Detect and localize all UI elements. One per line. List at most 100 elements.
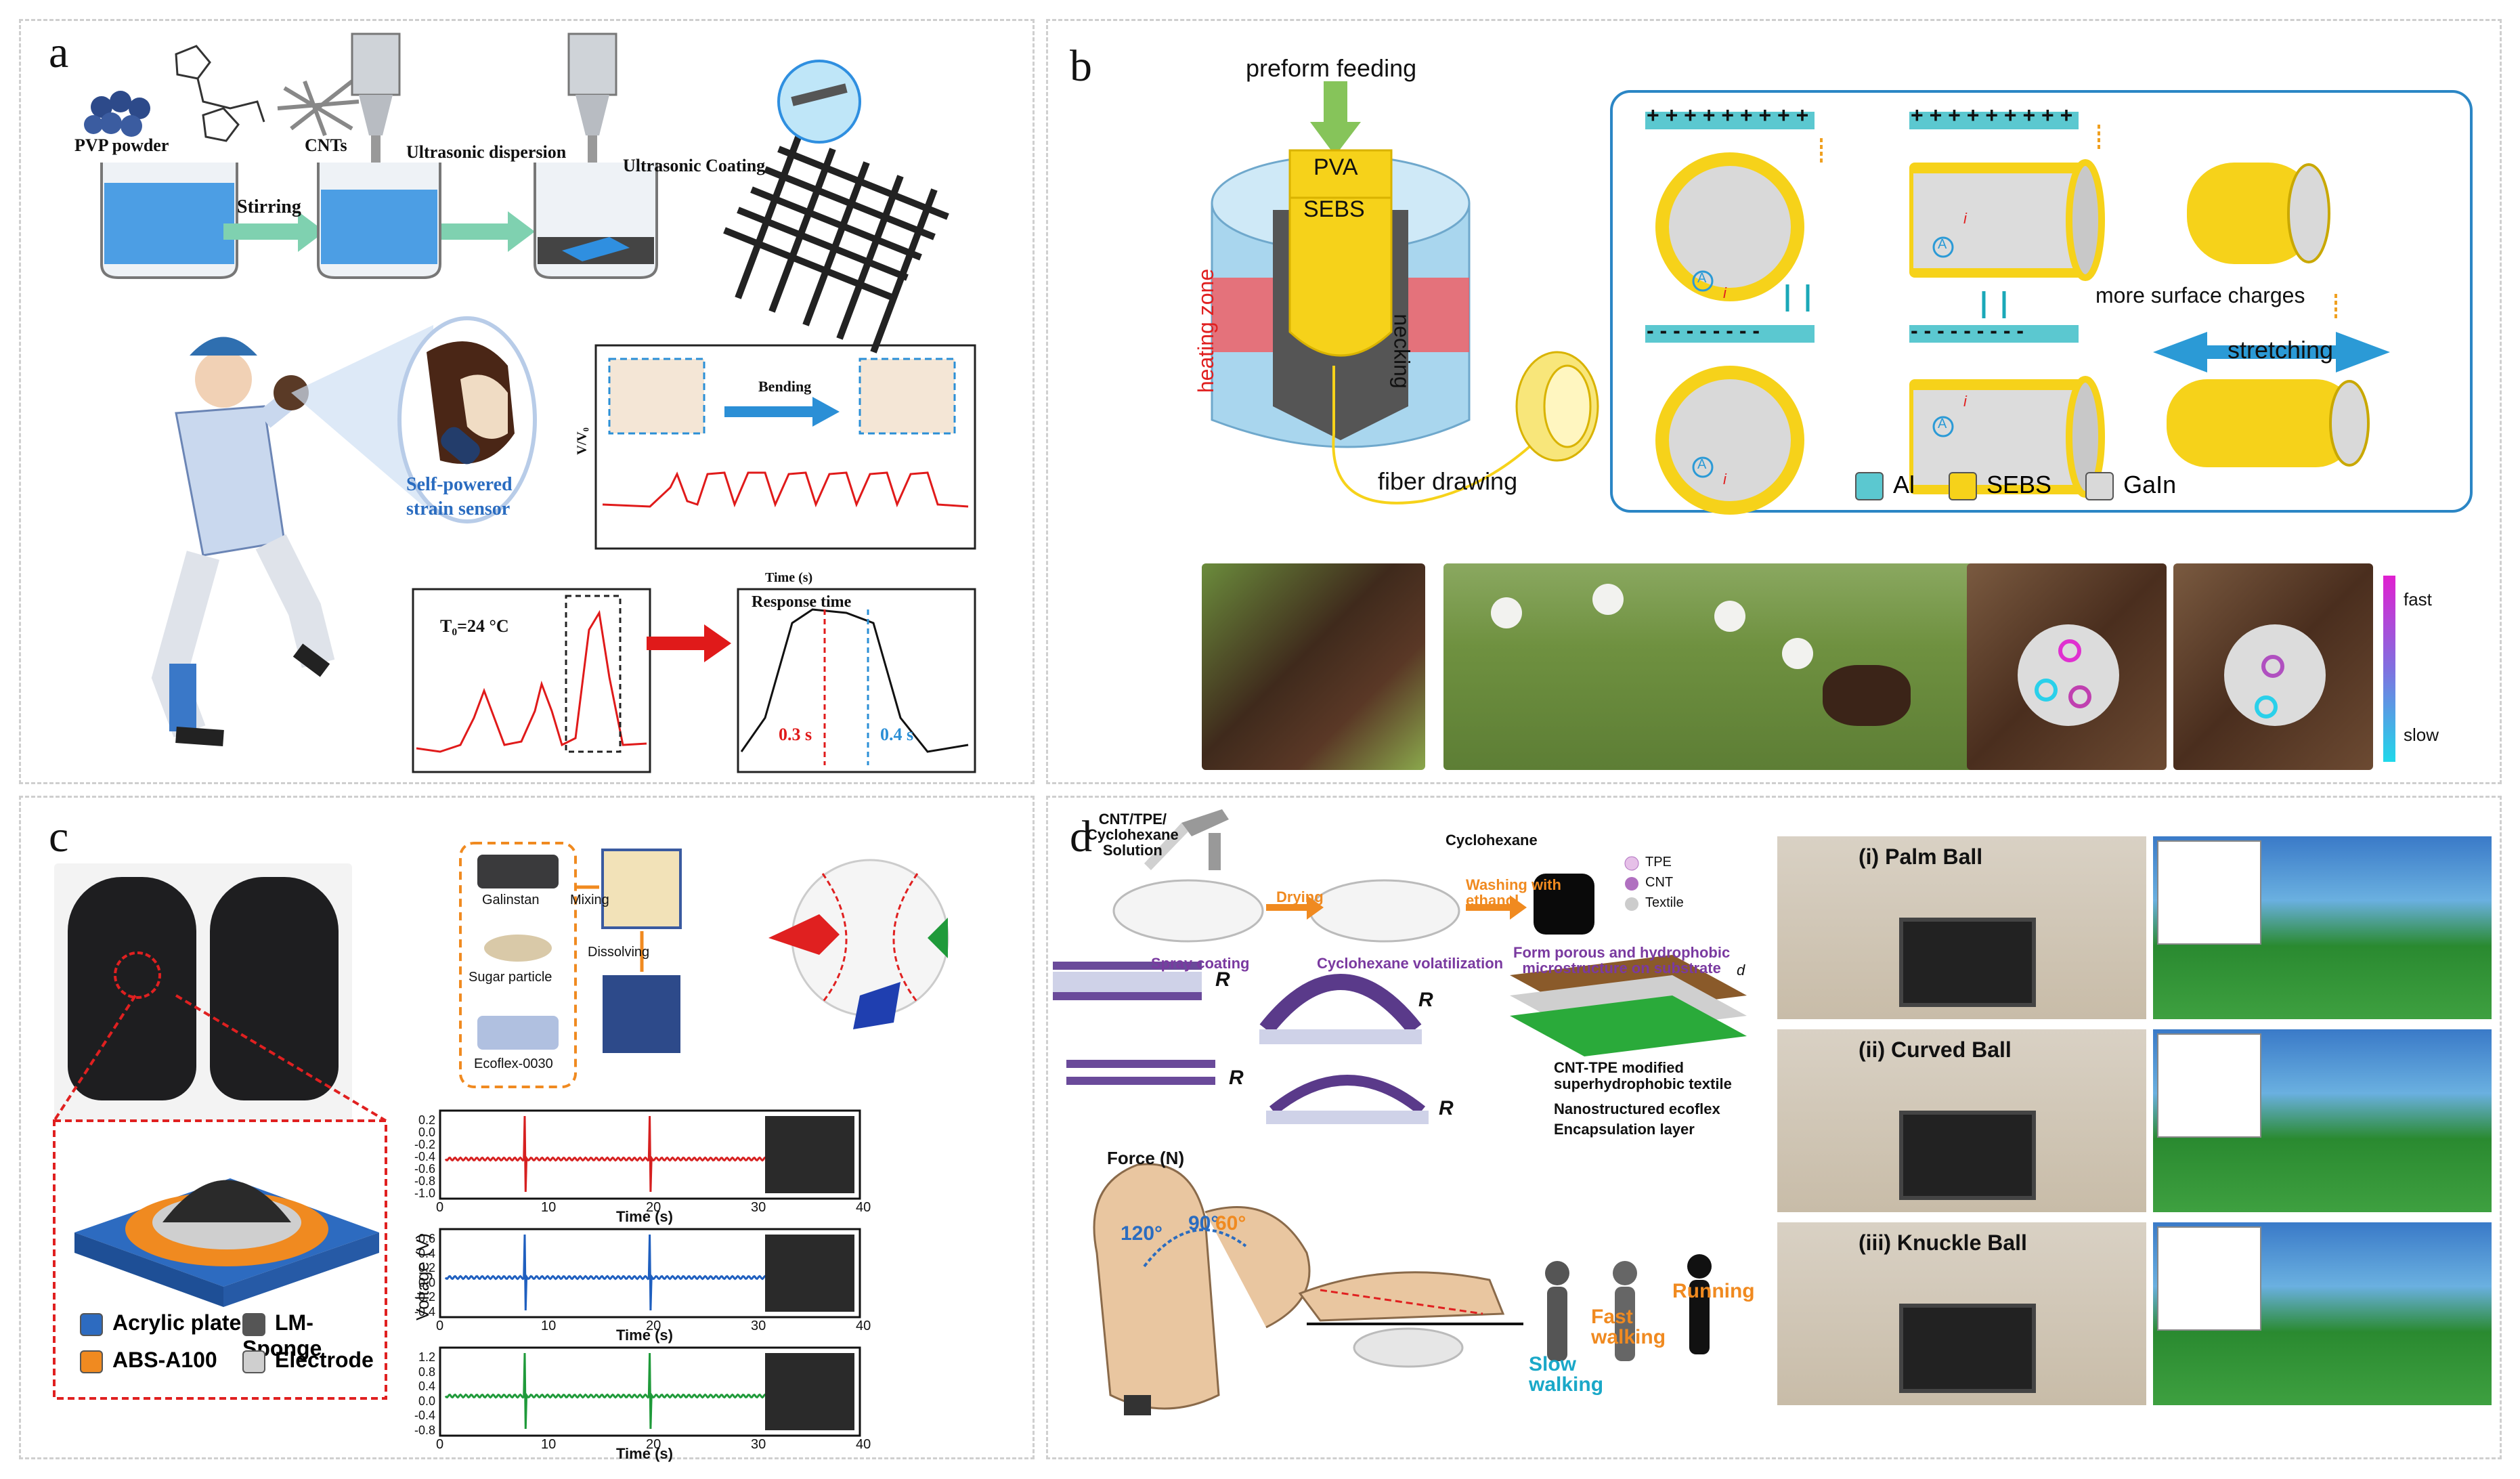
voltage-xtick: 30 xyxy=(751,1200,766,1215)
legend-item-gain: GaIn xyxy=(2085,471,2176,501)
running-label: Running xyxy=(1672,1280,1755,1302)
glove-speed-photo-2 xyxy=(2173,563,2373,770)
speed-dot-mid-2 xyxy=(2261,655,2284,678)
field-photo xyxy=(1443,563,1978,770)
ultrasonic-coating-label: Ultrasonic Coating xyxy=(623,156,766,175)
current-1: i xyxy=(1723,284,1726,301)
signal-inset xyxy=(2157,1033,2261,1138)
al-minus-row-1: - - - - - - - - - xyxy=(1647,318,1760,343)
force-label: Force (N) xyxy=(1107,1148,1185,1168)
legend-electrode: Electrode xyxy=(242,1348,374,1373)
cnt-label: CNT xyxy=(1645,875,1674,890)
voltage-ytick: -0.8 xyxy=(414,1174,435,1188)
volatilization-label: Cyclohexane volatilization xyxy=(1317,955,1504,972)
voltage-trace-1 xyxy=(444,1115,817,1193)
gloves-photo xyxy=(54,863,352,1121)
voltage-trace-2 xyxy=(444,1234,817,1311)
pitch-video-frame: (i) Palm Ball xyxy=(1777,836,2146,1019)
voltage-xtick: 30 xyxy=(751,1319,766,1333)
angle-60-label: 60° xyxy=(1215,1212,1246,1235)
pitch-video-frame: (ii) Curved Ball xyxy=(1777,1029,2146,1212)
glove-inset-3 xyxy=(765,1353,854,1430)
ultrasonic-dispersion-label: Ultrasonic dispersion xyxy=(406,142,567,162)
molecule-icon xyxy=(175,45,265,142)
fiber-drawing-label: fiber drawing xyxy=(1378,467,1518,495)
more-surface-charges-label: more surface charges xyxy=(2095,283,2305,307)
pvp-powder-label: PVP powder xyxy=(74,135,169,155)
resistor-label-2: R xyxy=(1229,1067,1244,1089)
catching-glove xyxy=(1823,665,1911,726)
voltage-ytick: 0.0 xyxy=(418,1126,435,1139)
response-time-label: Response time xyxy=(752,593,852,611)
legend-abs: ABS-A100 xyxy=(80,1348,217,1373)
voltage-ytick: 0.8 xyxy=(418,1365,435,1379)
voltage-ytick: 1.2 xyxy=(418,1350,435,1364)
baseball-4 xyxy=(1782,638,1813,669)
voltage-xtick: 20 xyxy=(646,1319,661,1333)
resistor-label-4: R xyxy=(1439,1097,1454,1119)
panel-b-label: b xyxy=(1070,41,1092,91)
pitch-type-label: (ii) Curved Ball xyxy=(1859,1037,2012,1062)
baseball-2 xyxy=(1592,584,1624,615)
chart-bending-xlabel: Time (s) xyxy=(765,570,813,585)
panel-d-label: d xyxy=(1070,812,1092,861)
voltage-chart-frame-3 xyxy=(439,1346,861,1437)
speed-fast-label: fast xyxy=(2404,589,2432,609)
pvp-powder-icon xyxy=(84,91,150,137)
voltage-ytick: 0.2 xyxy=(418,1113,435,1127)
cnt-icon xyxy=(277,79,360,137)
pitch-video-frame: (iii) Knuckle Ball xyxy=(1777,1222,2146,1405)
voltage-ytick: 0.4 xyxy=(418,1379,435,1394)
stretching-label: stretching xyxy=(2228,336,2334,364)
game-view-frame xyxy=(2153,1222,2492,1405)
resistor-label-1: R xyxy=(1215,968,1230,991)
voltage-xtick: 40 xyxy=(856,1200,871,1215)
voltage-xtick: 0 xyxy=(436,1437,444,1452)
layer-textile-label: CNT-TPE modified superhydrophobic textil… xyxy=(1554,1059,1732,1093)
voltage-xtick: 0 xyxy=(436,1319,444,1333)
speed-dot-mid xyxy=(2068,685,2091,708)
voltage-ytick: -0.2 xyxy=(414,1138,435,1151)
glove-speed-photo-1 xyxy=(1967,563,2167,770)
spray-coating-label: Spray coating xyxy=(1151,955,1250,972)
sensor-circle xyxy=(114,951,161,999)
layer-encapsulation-label: Encapsulation layer xyxy=(1554,1121,1695,1138)
laptop-icon xyxy=(1899,1111,2036,1200)
ammeter-2: A xyxy=(1697,457,1707,472)
ammeter-3: A xyxy=(1938,237,1947,252)
game-view-frame xyxy=(2153,1029,2492,1212)
slow-walking-label: Slow walking xyxy=(1529,1353,1604,1396)
game-view-frame xyxy=(2153,836,2492,1019)
galinstan-label: Galinstan xyxy=(482,893,540,907)
dissolving-label: Dissolving xyxy=(588,945,650,960)
glove-photo xyxy=(1202,563,1425,770)
fall-time-label: 0.4 s xyxy=(880,725,914,744)
signal-inset xyxy=(2157,840,2261,945)
beaker-stirring-icon xyxy=(100,163,238,279)
ammeter-4: A xyxy=(1938,416,1947,431)
mechanism-legend: Al SEBS GaIn xyxy=(1855,471,2176,501)
porous-label: Form porous and hydrophobic microstructu… xyxy=(1513,944,1731,977)
pitcher-figure-icon xyxy=(151,337,335,746)
sensor-label-2: strain sensor xyxy=(406,498,510,519)
angle-120-label: 120° xyxy=(1121,1222,1163,1245)
voltage-trace-3 xyxy=(444,1352,817,1430)
baseball-1 xyxy=(1491,597,1522,628)
current-2: i xyxy=(1723,471,1726,488)
voltage-ytick: 0.4 xyxy=(418,1246,435,1260)
textile-label: Textile xyxy=(1645,895,1684,910)
coater-icon xyxy=(534,33,658,279)
voltage-xtick: 10 xyxy=(541,1200,557,1215)
current-3: i xyxy=(1963,210,1967,227)
voltage-ytick: -0.2 xyxy=(414,1290,435,1304)
ammeter-1: A xyxy=(1697,271,1707,286)
legend-acrylic: Acrylic plate xyxy=(80,1310,241,1336)
rise-time-label: 0.3 s xyxy=(779,725,812,744)
glove-inset-1 xyxy=(765,1116,854,1193)
washing-label: Washing with ethanol xyxy=(1466,876,1561,909)
